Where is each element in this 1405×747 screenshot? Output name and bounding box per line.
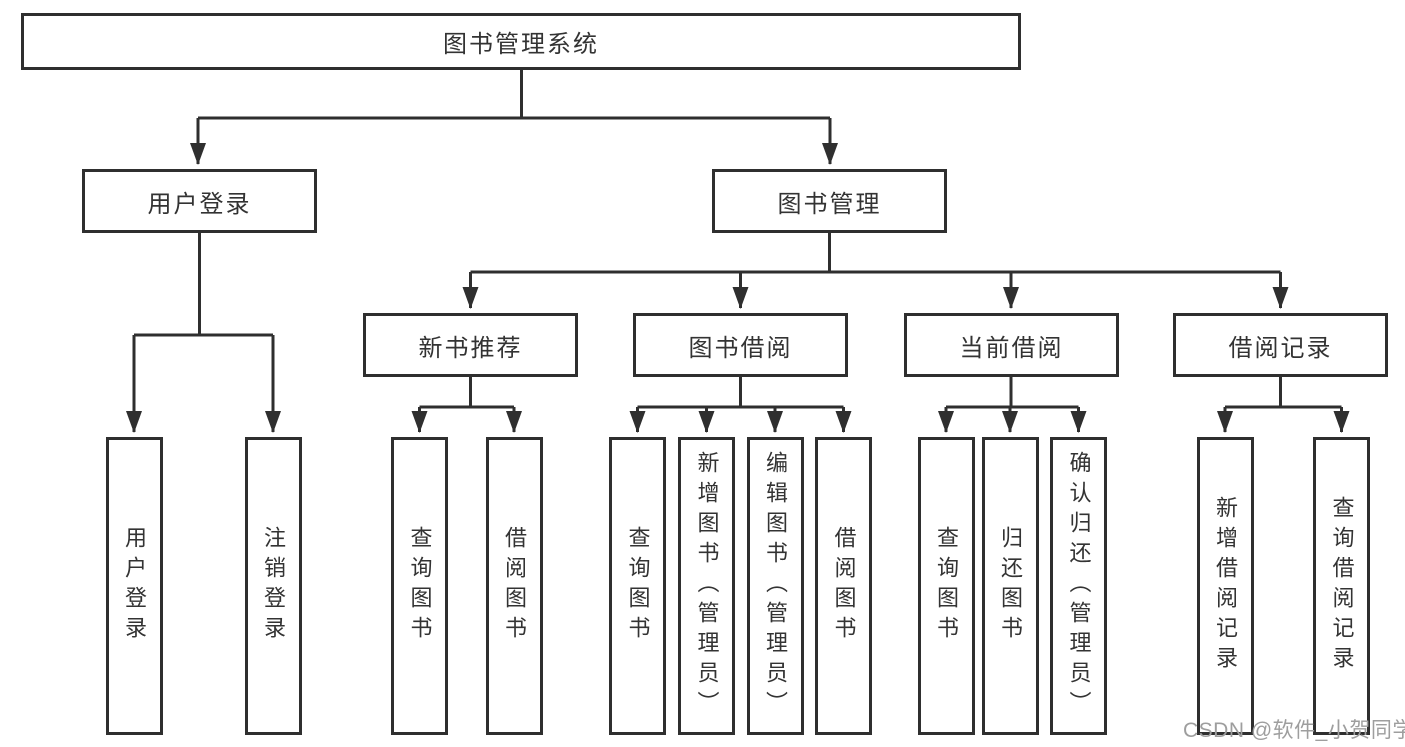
node-label: 新增图书（管理员） [694, 451, 720, 721]
node-label: 新书推荐 [418, 334, 523, 362]
node-library-management-system: 图书管理系统 [21, 13, 1021, 70]
node-label: 借阅图书 [831, 526, 857, 646]
node-label: 借阅记录 [1228, 334, 1333, 362]
node-leaf-confirm-return-admin: 确认归还（管理员） [1050, 437, 1107, 735]
node-leaf-query-borrow-record: 查询借阅记录 [1313, 437, 1370, 735]
node-label: 查询图书 [625, 526, 651, 646]
node-user-login: 用户登录 [82, 169, 317, 233]
node-leaf-add-books-admin: 新增图书（管理员） [678, 437, 735, 735]
node-label: 图书借阅 [688, 334, 793, 362]
node-leaf-borrow-books-1: 借阅图书 [485, 437, 543, 735]
node-label: 用户登录 [147, 190, 252, 218]
node-label: 确认归还（管理员） [1066, 451, 1092, 721]
node-leaf-edit-books-admin: 编辑图书（管理员） [746, 437, 804, 735]
node-leaf-query-books-3: 查询图书 [917, 437, 975, 735]
node-label: 当前借阅 [959, 334, 1064, 362]
node-leaf-return-books: 归还图书 [981, 437, 1039, 735]
node-leaf-logout: 注销登录 [244, 437, 302, 735]
node-label: 图书管理 [777, 190, 882, 218]
node-leaf-borrow-books-2: 借阅图书 [815, 437, 872, 735]
node-book-management: 图书管理 [712, 169, 947, 233]
node-leaf-query-books-1: 查询图书 [391, 437, 448, 735]
node-label: 查询图书 [934, 526, 959, 646]
watermark-text: CSDN @软件_小贺同学 [1183, 719, 1405, 742]
node-leaf-add-borrow-record: 新增借阅记录 [1196, 437, 1254, 735]
node-label: 新增借阅记录 [1213, 496, 1238, 676]
node-new-book-recommendation: 新书推荐 [363, 313, 578, 377]
node-label: 编辑图书（管理员） [763, 451, 788, 721]
node-leaf-user-login: 用户登录 [105, 437, 163, 735]
node-label: 图书管理系统 [443, 31, 599, 58]
node-label: 注销登录 [261, 526, 286, 646]
node-label: 查询借阅记录 [1329, 496, 1355, 676]
node-label: 借阅图书 [502, 526, 527, 646]
node-label: 用户登录 [122, 526, 147, 646]
node-leaf-query-books-2: 查询图书 [609, 437, 666, 735]
node-borrowing-records: 借阅记录 [1173, 313, 1388, 377]
node-label: 查询图书 [407, 526, 433, 646]
node-label: 归还图书 [998, 526, 1023, 646]
node-book-borrowing: 图书借阅 [633, 313, 848, 377]
node-current-borrowing: 当前借阅 [904, 313, 1119, 377]
